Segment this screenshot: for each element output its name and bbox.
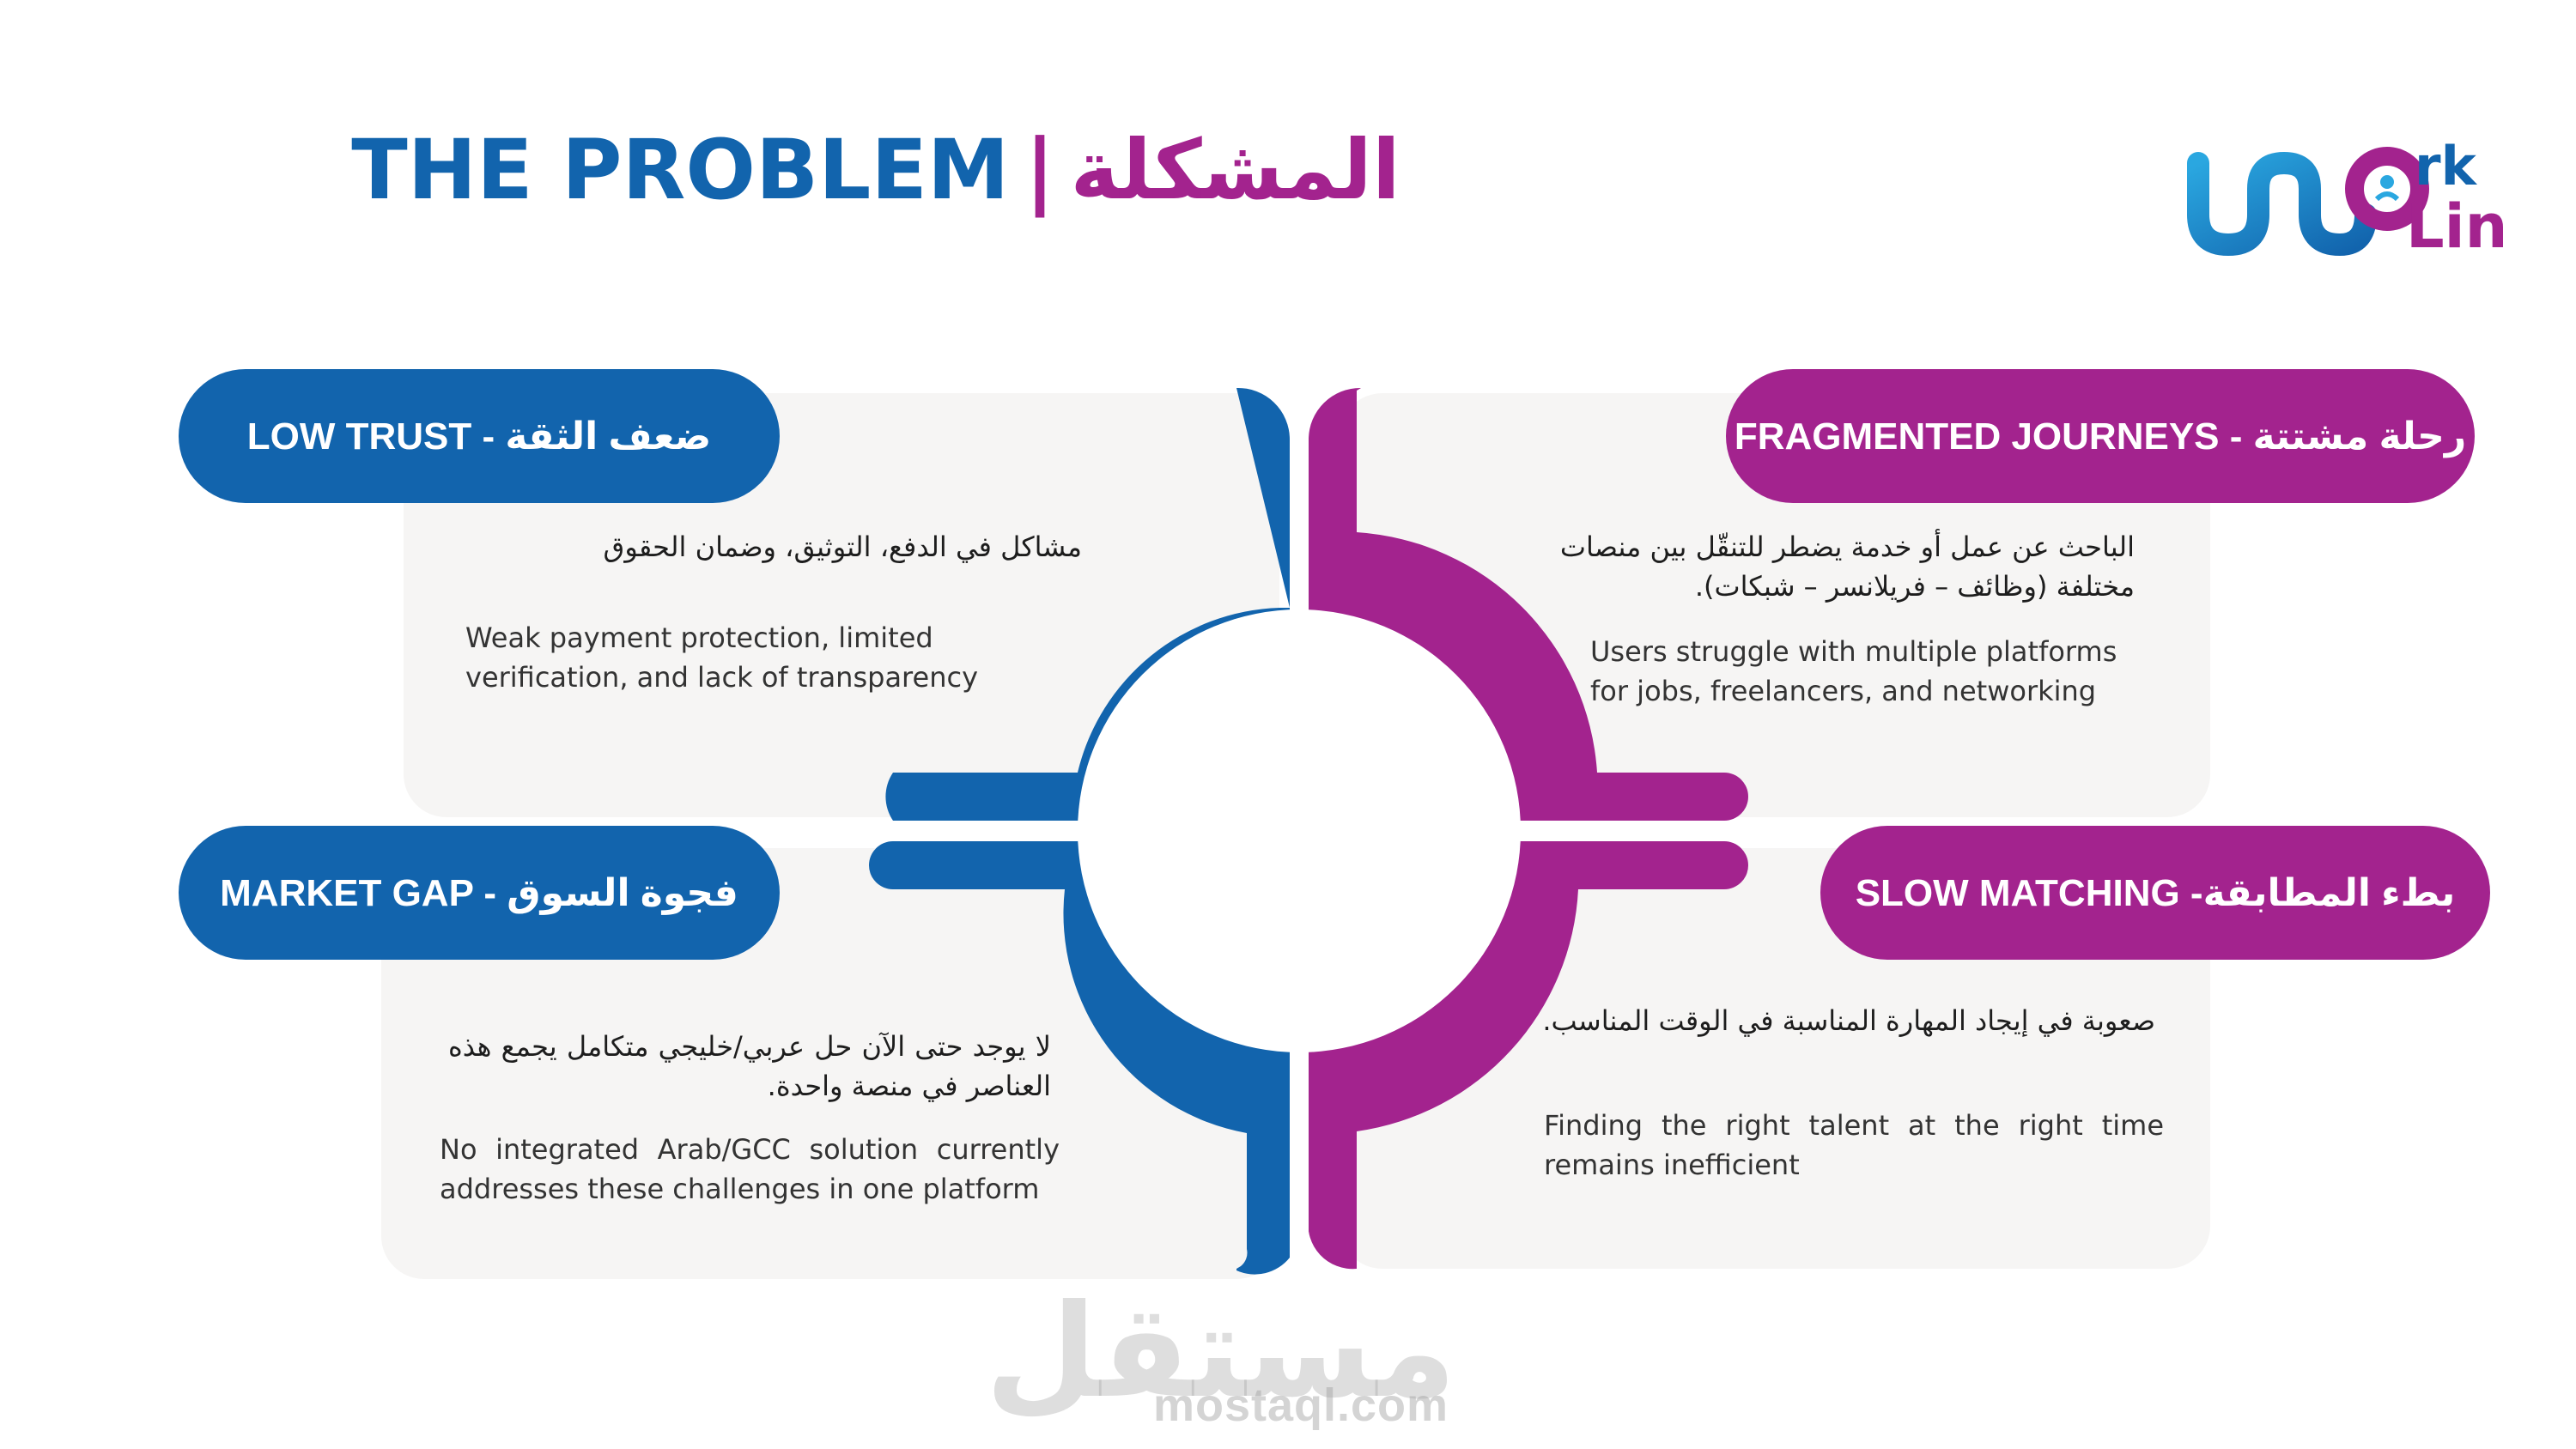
market-gap-english-text: No integrated Arab/GCC solution currentl… — [440, 1133, 1060, 1205]
pill-low-trust: LOW TRUST - ضعف الثقة — [179, 369, 780, 503]
logo-text-top: rk — [2415, 135, 2478, 197]
title-english: THE PROBLEM — [351, 122, 1010, 218]
ring-horizontal-gap — [841, 821, 1760, 841]
logo-mark-icon: rk Link — [2187, 135, 2549, 262]
pill-slow-matching: SLOW MATCHING -بطء المطابقة — [1820, 826, 2490, 960]
watermark-arabic: مستقل — [985, 1277, 1456, 1427]
fragmented-english-text: Users struggle with multiple platforms f… — [1590, 635, 2117, 707]
page-title: THE PROBLEM|المشكلة — [0, 118, 1752, 221]
fragmented-arabic-text: الباحث عن عمل أو خدمة يضطر للتنقّل بين م… — [1559, 530, 2135, 603]
market-gap-arabic-text: لا يوجد حتى الآن حل عربي/خليجي متكامل يج… — [448, 1030, 1051, 1102]
worklink-logo: rk Link — [2181, 103, 2549, 262]
pill-market-gap: MARKET GAP - فجوة السوق — [179, 826, 780, 960]
low-trust-english-text: Weak payment protection, limited verific… — [465, 621, 978, 694]
slow-matching-arabic-text: صعوبة في إيجاد المهارة المناسبة في الوقت… — [1542, 1004, 2155, 1037]
watermark-english: mostaql.com — [1152, 1379, 1449, 1431]
low-trust-arabic-text: مشاكل في الدفع، التوثيق، وضمان الحقوق — [603, 530, 1082, 563]
slow-matching-english-text: Finding the right talent at the right ti… — [1544, 1109, 2164, 1181]
pill-fragmented-journeys: FRAGMENTED JOURNEYS - رحلة مشتتة — [1726, 369, 2475, 503]
title-arabic: المشكلة — [1070, 122, 1400, 218]
title-separator: | — [1024, 122, 1055, 218]
